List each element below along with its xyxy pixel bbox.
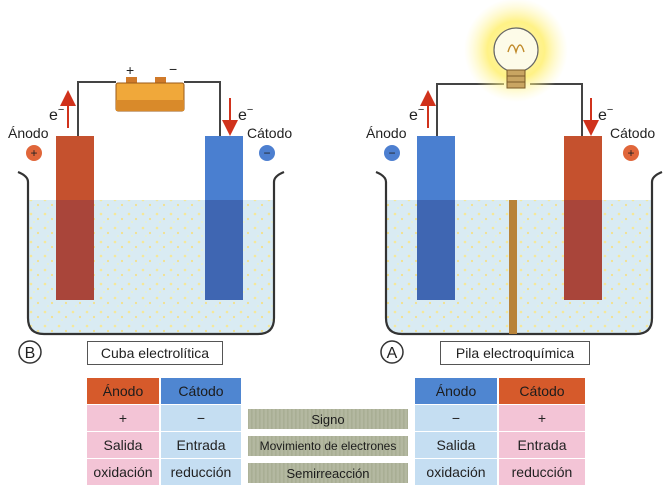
- letter-b: B: [25, 345, 36, 362]
- table-cell: −: [161, 405, 241, 431]
- letter-b-circle: [18, 340, 42, 364]
- beaker: [17, 170, 285, 336]
- cathode-label-right: Cátodo: [610, 125, 655, 141]
- light-bulb-icon: [464, 0, 568, 102]
- battery-plus: +: [126, 62, 134, 78]
- cathode-electrode-top: [205, 136, 243, 200]
- table-cell: Entrada: [499, 432, 585, 458]
- table-cell: oxidación: [87, 459, 159, 485]
- table-cell: Salida: [87, 432, 159, 458]
- table-row-label: Movimiento de electrones: [248, 436, 408, 456]
- table-cell: −: [415, 405, 497, 431]
- anode-electrode-submerged: [56, 200, 94, 300]
- table-cell: reducción: [499, 459, 585, 485]
- table-row-label: Semirreacción: [248, 463, 408, 483]
- beaker-right: [375, 170, 663, 336]
- anode-electrode-top-right: [417, 136, 455, 200]
- anode-charge-sign: +: [30, 146, 37, 160]
- cathode-charge-sign: −: [263, 146, 270, 160]
- electrolytic-cell: + − e− e− Ánodo Cátodo + − B: [8, 61, 292, 364]
- anode-electrode-top: [56, 136, 94, 200]
- anode-electrode-submerged-right: [417, 200, 455, 300]
- electron-label-right: e−: [238, 104, 253, 124]
- caption-electrolytic: Cuba electrolítica: [87, 341, 223, 365]
- electron-label-right-right: e−: [598, 104, 613, 124]
- wire-right: [184, 81, 221, 136]
- table-cell: +: [87, 405, 159, 431]
- porous-membrane: [509, 200, 517, 334]
- cathode-electrode-submerged: [205, 200, 243, 300]
- anode-charge-circle: [26, 145, 42, 161]
- cathode-charge-circle: [259, 145, 275, 161]
- anode-charge-sign-right: −: [388, 146, 395, 160]
- table-header-anode-left: Ánodo: [87, 378, 159, 404]
- electron-label-left-right: e−: [409, 104, 424, 124]
- table-cell: +: [499, 405, 585, 431]
- battery-minus: −: [169, 61, 177, 77]
- table-cell: oxidación: [415, 459, 497, 485]
- anode-label: Ánodo: [8, 125, 49, 141]
- table-header-anode-right: Ánodo: [415, 378, 497, 404]
- cathode-electrode-top-right: [564, 136, 602, 200]
- anode-charge-circle-right: [384, 145, 400, 161]
- table-cell: Salida: [415, 432, 497, 458]
- electrochemical-cell: e− e− Ánodo Cátodo − + A: [366, 0, 663, 364]
- table-cell: reducción: [161, 459, 241, 485]
- letter-a-circle: [380, 340, 404, 364]
- battery: [115, 77, 185, 112]
- cathode-charge-circle-right: [623, 145, 639, 161]
- table-row-label: Signo: [248, 409, 408, 429]
- table-cell: Entrada: [161, 432, 241, 458]
- anode-label-right: Ánodo: [366, 125, 407, 141]
- table-header-cathode-left: Cátodo: [161, 378, 241, 404]
- table-header-cathode-right: Cátodo: [499, 378, 585, 404]
- cathode-electrode-submerged-right: [564, 200, 602, 300]
- electron-label-left: e−: [49, 104, 64, 124]
- wire-left: [77, 81, 116, 136]
- cathode-label: Cátodo: [247, 125, 292, 141]
- cathode-charge-sign-right: +: [627, 146, 634, 160]
- letter-a: A: [387, 345, 398, 362]
- caption-electrochemical: Pila electroquímica: [440, 341, 590, 365]
